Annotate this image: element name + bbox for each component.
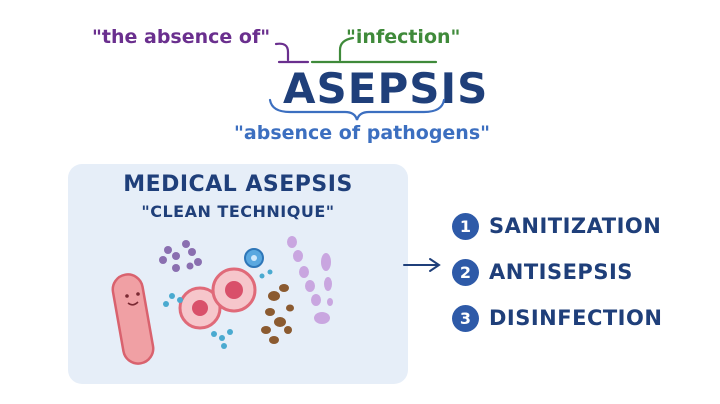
main-term: ASEPSIS: [283, 64, 489, 113]
red-cell-icon: [178, 267, 257, 330]
prefix-bracket: [274, 42, 310, 64]
root-bracket: [310, 36, 438, 64]
panel-subtitle: "CLEAN TECHNIQUE": [141, 202, 335, 221]
arrow-to-methods: [403, 258, 441, 272]
methods-list: 1 SANITIZATION 2 ANTISEPSIS 3 DISINFECTI…: [452, 203, 662, 341]
method-label: ANTISEPSIS: [489, 260, 633, 284]
brace-under-term: [268, 98, 446, 121]
method-label: SANITIZATION: [489, 214, 662, 238]
rod-bacterium-icon: [111, 273, 155, 365]
list-item: 2 ANTISEPSIS: [452, 249, 662, 295]
prefix-meaning-label: "the absence of": [92, 26, 271, 48]
number-badge: 3: [452, 304, 479, 332]
definition-label: "absence of pathogens": [234, 122, 491, 144]
virus-icon: [244, 248, 264, 268]
root-meaning-label: "infection": [346, 26, 461, 48]
number-badge: 2: [452, 258, 479, 286]
list-item: 1 SANITIZATION: [452, 203, 662, 249]
method-label: DISINFECTION: [489, 306, 663, 330]
brown-bacteria-icon: [261, 284, 294, 344]
lavender-chain-icon: [287, 236, 333, 324]
number-badge: 1: [452, 212, 479, 240]
panel-title: MEDICAL ASEPSIS: [123, 172, 353, 197]
purple-cocci-icon: [159, 240, 202, 272]
teal-cocci-icon: [163, 269, 273, 349]
list-item: 3 DISINFECTION: [452, 295, 662, 341]
